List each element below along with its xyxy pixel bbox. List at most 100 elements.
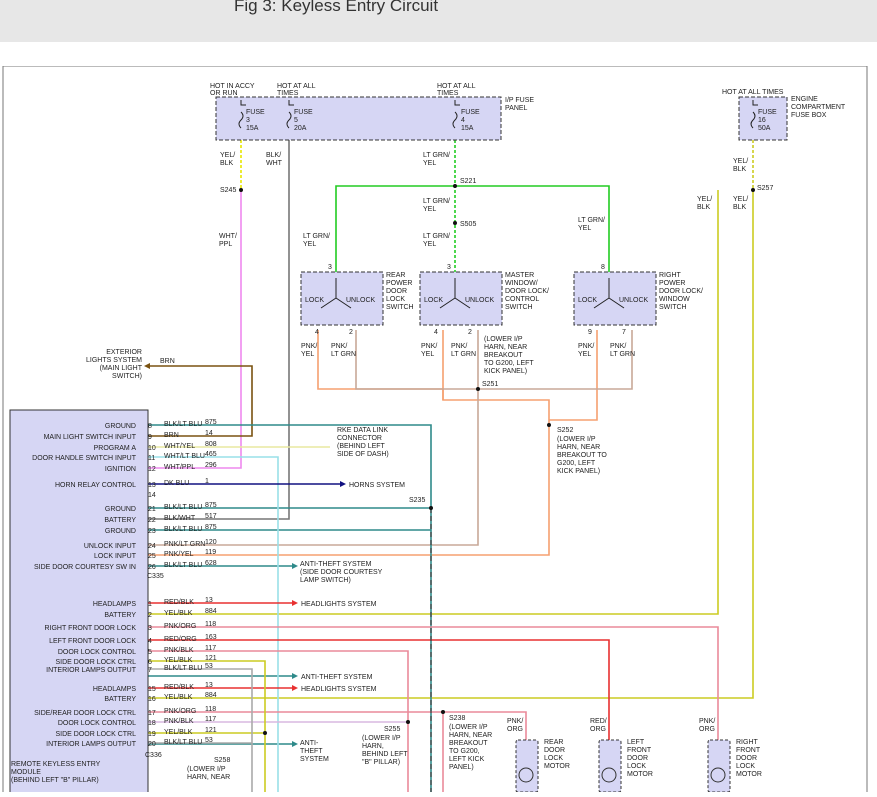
wire-label-lt-grn-yel-5: LT GRN/YEL <box>578 217 605 232</box>
wire-pnk-org-rf <box>148 626 719 740</box>
note-master-ground-line: KICK PANEL) <box>484 368 527 375</box>
pin-function: HEADLAMPS <box>93 686 137 693</box>
fuse-label-2-line: 4 <box>461 117 465 124</box>
note-s252-line: G200, LEFT <box>557 460 596 467</box>
wire-wht-ppl <box>148 190 242 469</box>
wire-label-yel-blk-3-line: YEL/ <box>697 196 712 203</box>
switch-pin-right: 7 <box>622 329 626 336</box>
note-s238-line: (LOWER I/P <box>449 724 488 731</box>
splice-dots <box>239 184 755 735</box>
pin-function: SIDE DOOR LOCK CTRL <box>55 731 136 738</box>
fuse-label-2-line: 15A <box>461 125 474 132</box>
pin-function: SIDE/REAR DOOR LOCK CTRL <box>34 710 136 717</box>
motor-name-2-line: RIGHT <box>736 739 759 746</box>
wire-pnk-blk <box>148 650 409 792</box>
note-rke-connector-line: CONNECTOR <box>337 435 382 442</box>
wire-label-pnk-lt-grn-1-line: LT GRN <box>331 351 356 358</box>
wire-label-yel-blk-1-line: BLK <box>220 160 234 167</box>
pin-wire-color: WHT/YEL <box>164 443 195 450</box>
dest-anti-theft-courtesy-line: LAMP SWITCH) <box>300 577 351 584</box>
motor-wire-1-line: RED/ <box>590 718 607 725</box>
pin-number: 7 <box>148 667 152 674</box>
note-s238-line: LEFT KICK <box>449 756 485 763</box>
pin-number: 4 <box>148 638 152 645</box>
wire-label-lt-grn-yel-1-line: LT GRN/ <box>423 152 450 159</box>
wire-label-yel-blk-4-line: YEL/ <box>733 196 748 203</box>
wire-label-wht-ppl-line: WHT/ <box>219 233 237 240</box>
pin-number: 18 <box>148 720 156 727</box>
pin-number: 26 <box>148 564 156 571</box>
switch-name-1-line: SWITCH <box>505 304 533 311</box>
pin-function: INTERIOR LAMPS OUTPUT <box>46 741 137 748</box>
fuse-symbol <box>452 111 458 129</box>
fuse-label-0-line: 15A <box>246 125 259 132</box>
pin-wire-color: RED/BLK <box>164 599 194 606</box>
feed-label-0-line: HOT IN ACCY <box>210 83 255 90</box>
wire-yel-blk-battery2 <box>148 190 719 615</box>
pin-number: 2 <box>148 612 152 619</box>
pin-circuit: 517 <box>205 513 217 520</box>
wire-label-pnk-lt-grn-1: PNK/LT GRN <box>331 343 356 358</box>
wire-label-lt-grn-yel-2: LT GRN/YEL <box>423 198 450 213</box>
motor-name-0-line: LOCK <box>544 755 563 762</box>
pin-number: 20 <box>148 741 156 748</box>
motor-wire-2-line: ORG <box>699 726 715 733</box>
wire-label-pnk-yel-1: PNK/YEL <box>301 343 317 358</box>
pin-number: 19 <box>148 731 156 738</box>
wire-label-pnk-yel-3-line: YEL <box>578 351 591 358</box>
pin-function: BATTERY <box>104 517 136 524</box>
pin-number: 24 <box>148 543 156 550</box>
engine-fuse-label-line: FUSE <box>758 109 777 116</box>
dest-exterior-lights-line: (MAIN LIGHT <box>100 365 143 372</box>
wire-label-yel-blk-4: YEL/BLK <box>733 196 748 211</box>
pin-circuit: 53 <box>205 737 213 744</box>
switch-name-2-line: RIGHT <box>659 272 682 279</box>
pin-number: 6 <box>148 659 152 666</box>
dest-headlights: HEADLIGHTS SYSTEM <box>301 601 377 608</box>
note-s238-line: PANEL) <box>449 764 474 771</box>
wire-label-pnk-lt-grn-3: PNK/LT GRN <box>610 343 635 358</box>
pin-wire-color: PNK/ORG <box>164 708 196 715</box>
arrow-anti-theft-3 <box>292 741 298 747</box>
pin-circuit: 875 <box>205 419 217 426</box>
splice-s251: S251 <box>482 381 498 388</box>
pin-wire-color: BLK/LT BLU <box>164 421 202 428</box>
feed-label-1-line: TIMES <box>277 90 299 97</box>
engine-fuse-box <box>738 96 788 141</box>
wire-lt-grn-yel-s221 <box>335 185 610 272</box>
switch-unlock-label: UNLOCK <box>346 297 376 304</box>
dest-anti-theft-courtesy-line: (SIDE DOOR COURTESY <box>300 569 383 576</box>
engine-fuse-box-label-line: ENGINE <box>791 96 818 103</box>
wire-label-pnk-lt-grn-2-line: PNK/ <box>451 343 467 350</box>
splice-s252: S252 <box>557 427 573 434</box>
note-s252-line: (LOWER I/P <box>557 436 596 443</box>
pin-number: 9 <box>148 434 152 441</box>
note-master-ground-line: HARN, NEAR <box>484 344 527 351</box>
pin-circuit: 1 <box>205 478 209 485</box>
wire-blk-lt-blu-lamps <box>148 668 253 792</box>
arrow-anti-theft <box>292 673 298 679</box>
note-master-ground-line: (LOWER I/P <box>484 336 523 343</box>
switch-unlock-label: UNLOCK <box>619 297 649 304</box>
ip-fuse-panel <box>215 96 502 141</box>
dest-anti-theft: ANTI-THEFT SYSTEM <box>301 674 373 681</box>
motor-name-2-line: LOCK <box>736 763 755 770</box>
dest-exterior-lights-line: EXTERIOR <box>106 349 142 356</box>
wire-label-pnk-yel-3: PNK/YEL <box>578 343 594 358</box>
pin-number: 22 <box>148 517 156 524</box>
pin-circuit: 808 <box>205 441 217 448</box>
pin-number: 1 <box>148 601 152 608</box>
pin-function: INTERIOR LAMPS OUTPUT <box>46 667 137 674</box>
pin-function: BATTERY <box>104 612 136 619</box>
splice-dot-s252 <box>547 423 551 427</box>
wire-label-yel-blk-2-line: BLK <box>733 166 747 173</box>
pin-wire-color: BRN <box>164 432 179 439</box>
